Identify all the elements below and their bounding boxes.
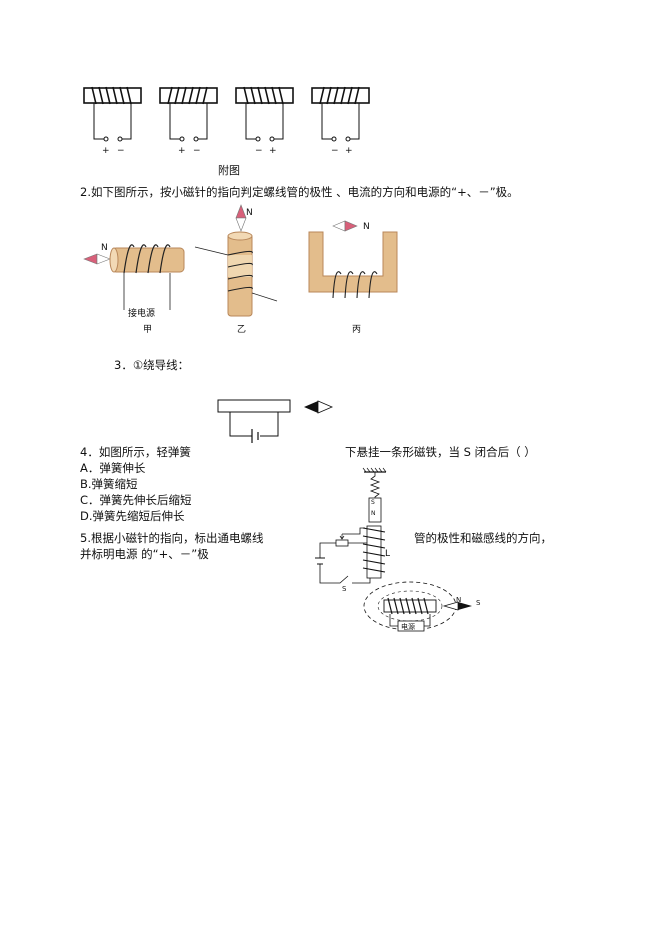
figure-coils: + − + − − + − + — [80, 84, 380, 179]
question-4-option-a: A．弹簧伸长 — [80, 461, 146, 475]
question-4-option-b: B.弹簧缩短 — [80, 477, 138, 491]
question-4-option-d: D.弹簧先缩短后伸长 — [80, 509, 185, 523]
coil-1 — [83, 86, 142, 142]
figure-yi — [194, 204, 278, 317]
coil-2-terminal-left: + — [178, 146, 186, 156]
label-jia: 甲 — [143, 325, 153, 335]
needle-n-label: N — [456, 596, 462, 604]
coil-1-terminal-right: − — [117, 146, 125, 156]
coil-4-terminal-right: + — [345, 146, 353, 156]
question-5-line1-left: 5.根据小磁针的指向，标出通电螺线 — [80, 531, 264, 545]
coil-3-terminal-right: + — [269, 146, 277, 156]
label-power: 接电源 — [128, 309, 156, 319]
coils-drawing — [83, 86, 370, 142]
label-bing: 丙 — [352, 325, 362, 335]
coil-3 — [235, 86, 294, 142]
coil-2 — [159, 86, 218, 142]
figure-q4-spring-circuit — [315, 467, 387, 584]
figure-caption: 附图 — [218, 164, 240, 177]
power-box-label: 电源 — [401, 623, 415, 631]
label-yi: 乙 — [237, 325, 247, 335]
question-5-line1-right: 管的极性和磁感线的方向， — [414, 531, 552, 545]
figure-bing — [308, 220, 398, 299]
label-n-jia: N — [101, 243, 108, 253]
magnet-s-label: S — [371, 499, 375, 506]
question-4-text-right: 下悬挂一条形磁铁，当 S 闭合后（ ） — [345, 445, 536, 459]
coil-1-terminal-left: + — [102, 146, 110, 156]
question-4-option-c: C．弹簧先伸长后缩短 — [80, 493, 192, 507]
figure-jia — [83, 244, 185, 310]
label-n-yi: N — [246, 208, 253, 218]
switch-label-s: S — [342, 585, 347, 593]
coil-label-l: L — [385, 549, 391, 559]
magnet-n-label: N — [371, 510, 376, 517]
question-5-line2: 并标明电源 的“+、－”极 — [80, 547, 209, 561]
coil-4-terminal-left: − — [331, 146, 339, 156]
question-2-text: 2.如下图所示，按小磁针的指向判定螺线管的极性 、电流的方向和电源的“+、－”极… — [80, 185, 519, 199]
coil-2-terminal-right: − — [193, 146, 201, 156]
coil-4 — [311, 86, 370, 142]
figure-q5-solenoid-field — [363, 581, 472, 632]
question-4-text-left: 4．如图所示，轻弹簧 — [80, 445, 191, 459]
question-3-text: 3．①绕导线： — [114, 358, 190, 372]
needle-s-label: S — [476, 599, 481, 607]
label-n-bing: N — [363, 222, 370, 232]
figure-q3-circuit — [217, 399, 334, 443]
coil-3-terminal-left: − — [255, 146, 263, 156]
